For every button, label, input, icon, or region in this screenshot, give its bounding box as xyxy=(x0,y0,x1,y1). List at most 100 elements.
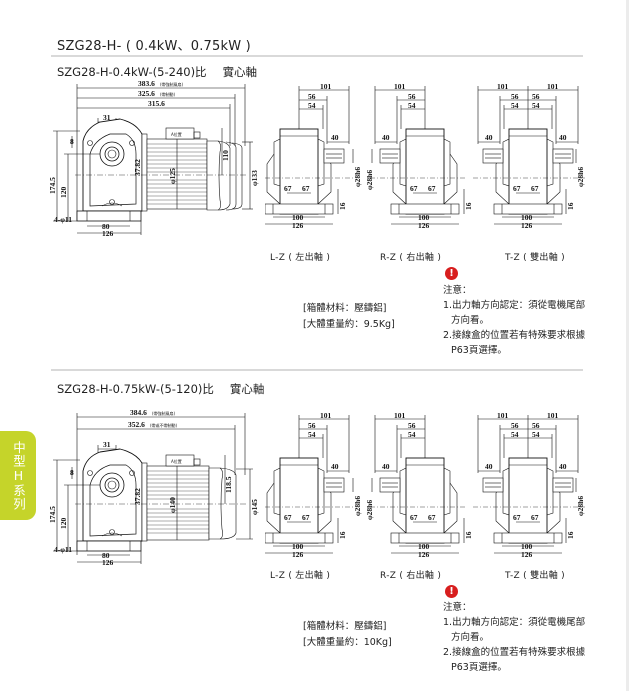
svg-text:126: 126 xyxy=(418,221,430,229)
svg-text:40: 40 xyxy=(559,133,567,142)
svg-text:67: 67 xyxy=(302,184,310,193)
svg-text:φ28h6: φ28h6 xyxy=(353,167,362,187)
svg-text:67: 67 xyxy=(284,513,292,522)
svg-text:101: 101 xyxy=(394,84,406,91)
svg-text:4-φ11: 4-φ11 xyxy=(54,545,72,554)
svg-text:101: 101 xyxy=(497,413,509,420)
dim-overall-3: 315.6 xyxy=(148,99,165,108)
svg-text:φ28h6: φ28h6 xyxy=(353,496,362,516)
svg-text:A位置: A位置 xyxy=(171,458,182,464)
svg-text:126: 126 xyxy=(292,550,304,558)
svg-text:(帶或不帶制動): (帶或不帶制動) xyxy=(150,422,178,428)
svg-text:φ28h6: φ28h6 xyxy=(576,167,585,187)
end-view-lz-drawing: 101 56 54 40 67 67 φ28h6 16 100 126 xyxy=(265,413,370,558)
svg-text:67: 67 xyxy=(513,513,521,522)
end-view-lz-drawing: 101 56 54 40 67 67 φ28h6 16 100 126 xyxy=(265,84,370,229)
svg-text:16: 16 xyxy=(566,531,575,539)
dim-overall-2: 352.6 xyxy=(128,420,145,429)
svg-text:80: 80 xyxy=(102,551,110,560)
svg-text:56: 56 xyxy=(408,92,416,101)
svg-text:31: 31 xyxy=(103,440,111,449)
end-view-rz-drawing: 101 56 54 40 67 67 16 100 126 xyxy=(370,84,475,229)
housing-material: [箱體材料：壓鑄鋁] xyxy=(303,303,387,314)
svg-text:56: 56 xyxy=(511,421,519,430)
svg-text:101: 101 xyxy=(497,84,509,91)
svg-text:40: 40 xyxy=(331,133,339,142)
svg-text:40: 40 xyxy=(331,462,339,471)
svg-text:120: 120 xyxy=(59,187,68,199)
svg-text:(帶強制風扇): (帶強制風扇) xyxy=(152,410,176,416)
svg-text:54: 54 xyxy=(408,101,416,110)
dim-overall-1: 383.6 xyxy=(138,79,155,88)
note-1: 1.出力軸方向認定：須從電機尾部 xyxy=(443,300,586,311)
svg-text:174.5: 174.5 xyxy=(50,177,57,194)
svg-text:54: 54 xyxy=(511,101,519,110)
svg-text:126: 126 xyxy=(292,221,304,229)
end-view-tz-drawing: 101 101 56 56 54 54 40 40 67 67 φ28h6 16… xyxy=(470,84,600,229)
svg-text:101: 101 xyxy=(320,84,332,91)
svg-text:101: 101 xyxy=(394,413,406,420)
svg-text:126: 126 xyxy=(102,558,114,565)
svg-text:(帶制動): (帶制動) xyxy=(160,91,176,97)
svg-text:110: 110 xyxy=(221,150,230,161)
notes-block: 注意： 1.出力軸方向認定：須從電機尾部 方向看。 2.接線盒的位置若有特殊要求… xyxy=(443,600,603,675)
svg-text:A位置: A位置 xyxy=(171,131,182,137)
svg-text:(帶強制風扇): (帶強制風扇) xyxy=(160,81,184,87)
dim-overall-2: 325.6 xyxy=(138,89,155,98)
svg-text:67: 67 xyxy=(410,513,418,522)
svg-text:126: 126 xyxy=(521,221,533,229)
motor-side-view-drawing: 384.6 (帶強制風扇) 352.6 (帶或不帶制動) 31 8 174.5 … xyxy=(50,405,270,565)
svg-text:67: 67 xyxy=(428,184,436,193)
svg-text:40: 40 xyxy=(382,462,390,471)
svg-text:67: 67 xyxy=(302,513,310,522)
svg-text:56: 56 xyxy=(511,92,519,101)
view-label-lz: L-Z ( 左出軸 ) xyxy=(270,571,331,581)
svg-text:φ28h6: φ28h6 xyxy=(365,170,374,190)
svg-text:φ140: φ140 xyxy=(168,497,177,513)
svg-text:56: 56 xyxy=(308,421,316,430)
svg-text:16: 16 xyxy=(464,531,473,539)
view-label-rz: R-Z ( 右出軸 ) xyxy=(380,571,442,581)
rz-shaft-dim: φ28h6 xyxy=(362,160,376,200)
section-1-title: SZG28-H-0.4kW-(5-240)比實心軸 xyxy=(57,64,257,80)
model-ratio: SZG28-H-0.75kW-(5-120)比 xyxy=(57,382,214,396)
warning-icon: ! xyxy=(445,585,458,598)
svg-text:118.5: 118.5 xyxy=(224,476,233,493)
svg-text:67: 67 xyxy=(410,184,418,193)
svg-text:8: 8 xyxy=(70,468,74,477)
svg-text:31: 31 xyxy=(103,113,111,122)
svg-text:54: 54 xyxy=(532,101,540,110)
svg-text:126: 126 xyxy=(102,229,114,236)
svg-text:φ133: φ133 xyxy=(250,170,259,186)
note-2: 2.接線盒的位置若有特殊要求根據 xyxy=(443,330,586,341)
svg-text:67: 67 xyxy=(531,184,539,193)
svg-text:100: 100 xyxy=(292,213,304,222)
svg-text:40: 40 xyxy=(382,133,390,142)
svg-text:37.82: 37.82 xyxy=(133,159,142,176)
svg-text:φ28h6: φ28h6 xyxy=(365,500,374,520)
svg-text:56: 56 xyxy=(532,92,540,101)
svg-text:67: 67 xyxy=(513,184,521,193)
motor-side-view-drawing: 383.6 (帶強制風扇) 325.6 (帶制動) 315.6 31 8 174… xyxy=(50,76,270,236)
material-spec: [箱體材料：壓鑄鋁] [大體重量約：9.5Kg] xyxy=(303,301,395,333)
housing-material: [箱體材料：壓鑄鋁] xyxy=(303,621,387,632)
rz-shaft-dim: φ28h6 xyxy=(362,490,376,530)
svg-text:100: 100 xyxy=(418,213,430,222)
svg-text:φ145: φ145 xyxy=(250,499,259,515)
page-edge xyxy=(626,0,629,691)
svg-text:100: 100 xyxy=(521,542,533,551)
section-divider xyxy=(51,369,583,371)
svg-text:101: 101 xyxy=(320,413,332,420)
svg-text:8: 8 xyxy=(70,137,74,146)
svg-text:100: 100 xyxy=(418,542,430,551)
svg-text:56: 56 xyxy=(408,421,416,430)
svg-text:54: 54 xyxy=(532,430,540,439)
warning-icon: ! xyxy=(445,267,458,280)
svg-text:174.5: 174.5 xyxy=(50,506,57,523)
material-spec: [箱體材料：壓鑄鋁] [大體重量約：10Kg] xyxy=(303,619,392,651)
svg-text:16: 16 xyxy=(464,202,473,210)
svg-text:4-φ11: 4-φ11 xyxy=(54,215,72,224)
svg-text:100: 100 xyxy=(292,542,304,551)
weight-spec: [大體重量約：10Kg] xyxy=(303,637,392,648)
svg-text:120: 120 xyxy=(59,518,68,530)
